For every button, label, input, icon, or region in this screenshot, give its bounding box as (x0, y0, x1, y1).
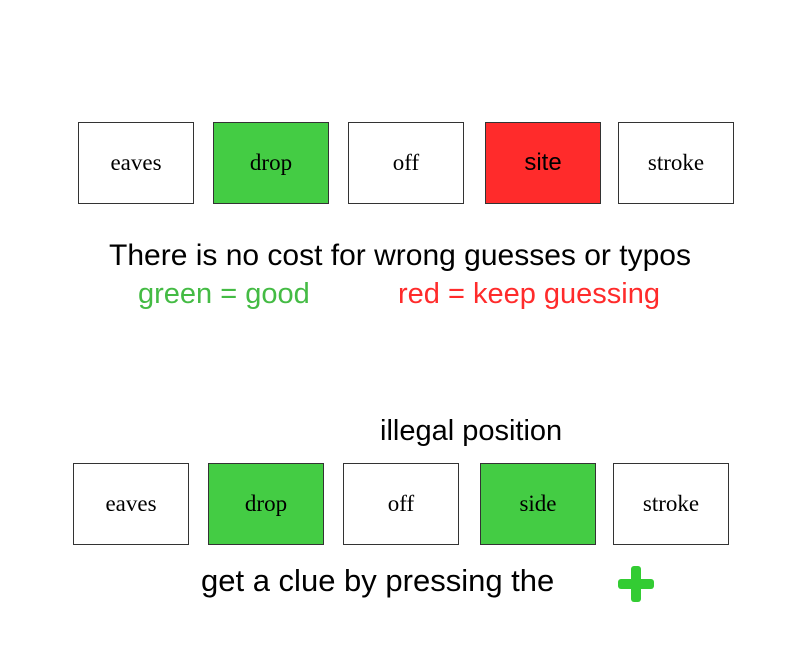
row-status-label: illegal position (380, 415, 563, 447)
word-box-side[interactable]: side (480, 463, 596, 545)
legend-bad: red = keep guessing (398, 278, 660, 310)
clue-hint: get a clue by pressing the (201, 563, 555, 598)
example-row-bottom: eaves drop off side stroke (0, 463, 800, 549)
word-box-drop[interactable]: drop (208, 463, 324, 545)
word-box-stroke[interactable]: stroke (613, 463, 729, 545)
word-box-stroke[interactable]: stroke (618, 122, 734, 204)
word-box-drop[interactable]: drop (213, 122, 329, 204)
plus-icon-bar-vertical (631, 566, 641, 602)
word-box-off[interactable]: off (343, 463, 459, 545)
instruction-main: There is no cost for wrong guesses or ty… (109, 239, 691, 272)
word-box-site[interactable]: site (485, 122, 601, 204)
word-box-off[interactable]: off (348, 122, 464, 204)
example-row-top: eaves drop off site stroke (0, 122, 800, 208)
word-box-eaves[interactable]: eaves (78, 122, 194, 204)
legend-good: green = good (138, 278, 310, 310)
plus-icon[interactable] (616, 564, 656, 604)
word-box-eaves[interactable]: eaves (73, 463, 189, 545)
